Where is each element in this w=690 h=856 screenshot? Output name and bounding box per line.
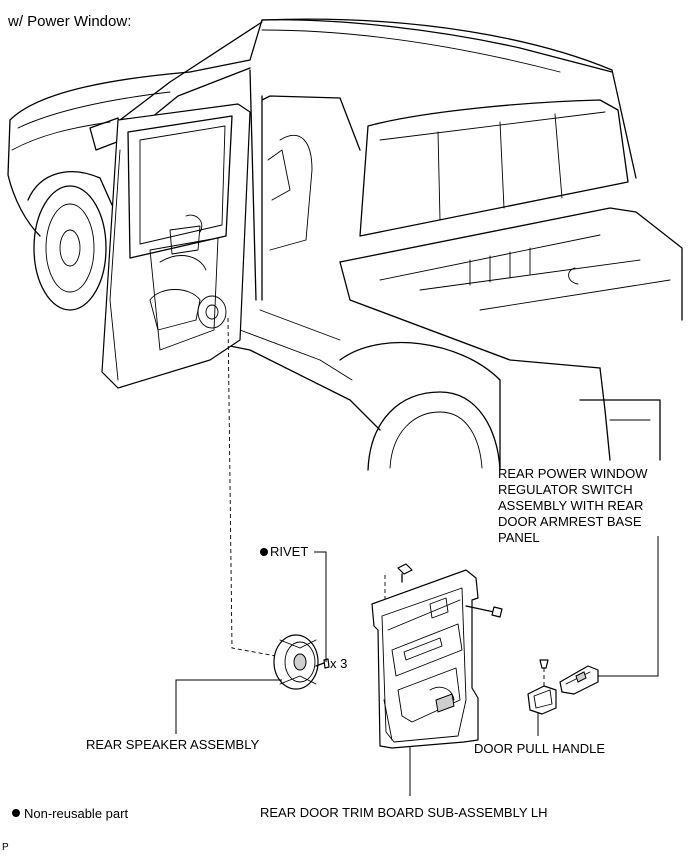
pull-handle-label: DOOR PULL HANDLE xyxy=(474,741,605,756)
rivet-non-reusable-marker xyxy=(260,548,268,556)
door-pull-handle xyxy=(527,659,557,715)
speaker-leader xyxy=(175,679,282,734)
trim-clip xyxy=(397,563,413,583)
trim-board-label: REAR DOOR TRIM BOARD SUB-ASSEMBLY LH xyxy=(260,805,548,820)
rivet-quantity-label: x 3 xyxy=(330,656,348,671)
speaker-location-dashed-leader xyxy=(227,317,277,657)
rivet-part xyxy=(315,658,330,669)
page-marker: P xyxy=(2,842,9,853)
rear-speaker-assembly xyxy=(273,634,319,690)
speaker-label: REAR SPEAKER ASSEMBLY xyxy=(86,737,260,752)
rivet-label: RIVET xyxy=(270,544,309,559)
legend-non-reusable-marker xyxy=(12,809,20,817)
switch-assembly-label: REAR POWER WINDOW REGULATOR SWITCH ASSEM… xyxy=(498,466,648,545)
rear-door-trim-board xyxy=(371,569,479,749)
diagram-title: w/ Power Window: xyxy=(8,13,132,30)
pickup-truck-illustration xyxy=(7,18,683,471)
trim-screw xyxy=(465,605,503,618)
legend-non-reusable-text: Non-reusable part xyxy=(24,806,129,821)
rear-power-window-switch-assembly xyxy=(559,665,599,695)
switch-leader xyxy=(598,536,659,677)
rivet-leader xyxy=(314,551,327,662)
